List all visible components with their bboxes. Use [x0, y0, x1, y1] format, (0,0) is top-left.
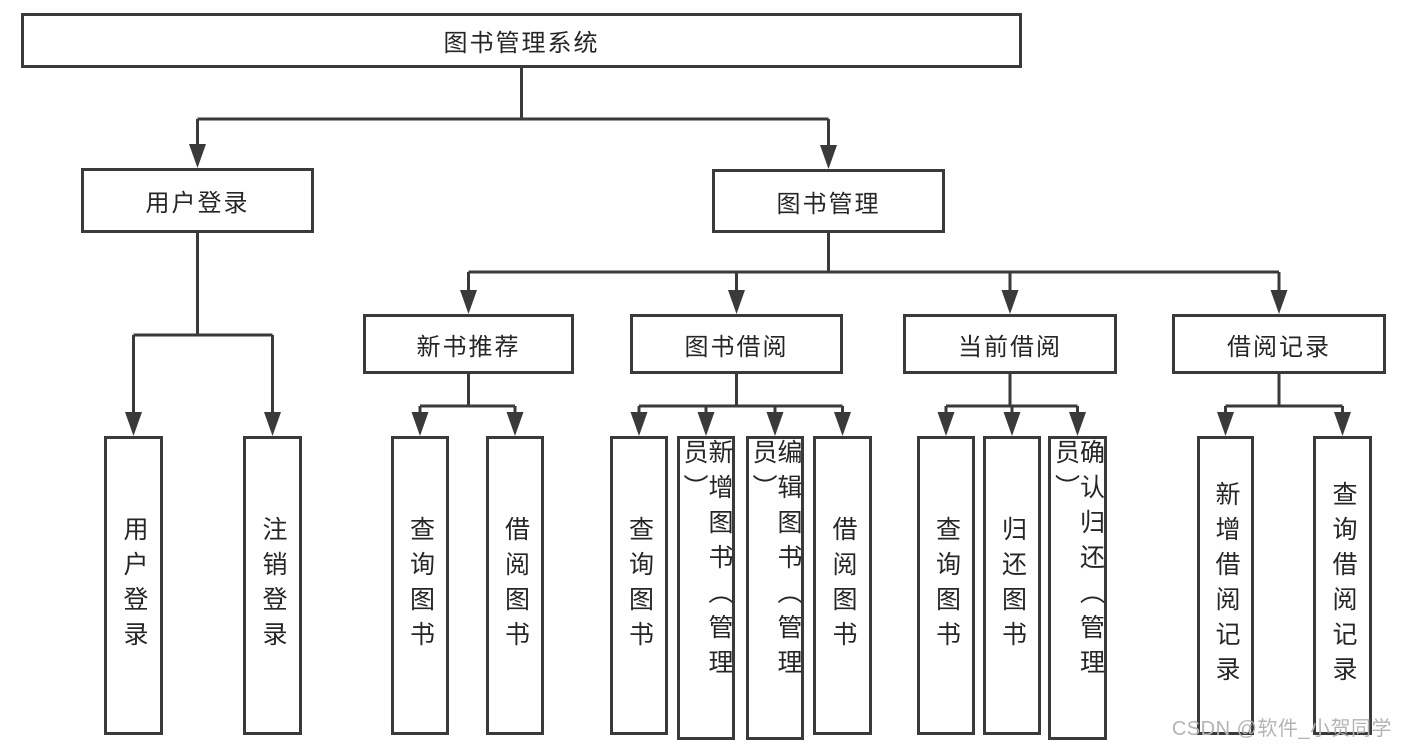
- leaf-current-return-books: 归还图书: [983, 436, 1041, 735]
- leaf-records-query-borrow-record: 查询借阅记录: [1313, 436, 1372, 735]
- leaf-current-confirm-return-admin: 确认归还（管理员）: [1048, 436, 1107, 740]
- leaf-recommend-query-books: 查询图书: [391, 436, 449, 735]
- leaf-borrowing-add-books-admin: 新增图书（管理员）: [677, 436, 735, 740]
- leaf-user-login: 用户登录: [104, 436, 163, 735]
- node-borrowing-records: 借阅记录: [1172, 314, 1386, 374]
- leaf-current-query-books: 查询图书: [917, 436, 975, 735]
- leaf-borrowing-query-books: 查询图书: [610, 436, 668, 735]
- leaf-recommend-borrow-books: 借阅图书: [486, 436, 544, 735]
- leaf-borrowing-edit-books-admin: 编辑图书（管理员）: [746, 436, 804, 740]
- leaf-records-add-borrow-record: 新增借阅记录: [1197, 436, 1254, 735]
- node-new-book-recommend: 新书推荐: [363, 314, 574, 374]
- node-book-borrowing: 图书借阅: [630, 314, 843, 374]
- node-user-login: 用户登录: [81, 168, 314, 233]
- node-root-book-management-system: 图书管理系统: [21, 13, 1022, 68]
- csdn-watermark: CSDN @软件_小贺同学: [1171, 718, 1392, 740]
- leaf-logout: 注销登录: [243, 436, 302, 735]
- node-book-management: 图书管理: [712, 169, 945, 233]
- node-current-borrowing: 当前借阅: [903, 314, 1117, 374]
- leaf-borrowing-borrow-books: 借阅图书: [813, 436, 872, 735]
